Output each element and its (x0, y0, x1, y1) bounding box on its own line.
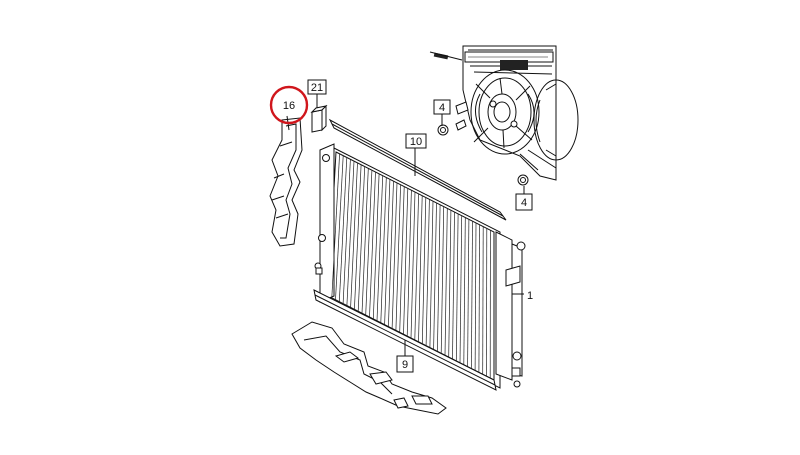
radiator-fin (483, 227, 484, 375)
callout-4-top[interactable]: 4 (439, 102, 445, 114)
callout-10[interactable]: 10 (410, 136, 422, 148)
air-guide-left (270, 118, 302, 246)
callout-21[interactable]: 21 (311, 82, 323, 94)
callout-9[interactable]: 9 (402, 359, 408, 371)
callout-4-bottom[interactable]: 4 (521, 197, 527, 209)
callout-1[interactable]: 1 (527, 290, 533, 302)
fan-shroud (430, 46, 578, 180)
callout-16[interactable]: 16 (283, 100, 295, 112)
bracket-block (312, 106, 326, 132)
